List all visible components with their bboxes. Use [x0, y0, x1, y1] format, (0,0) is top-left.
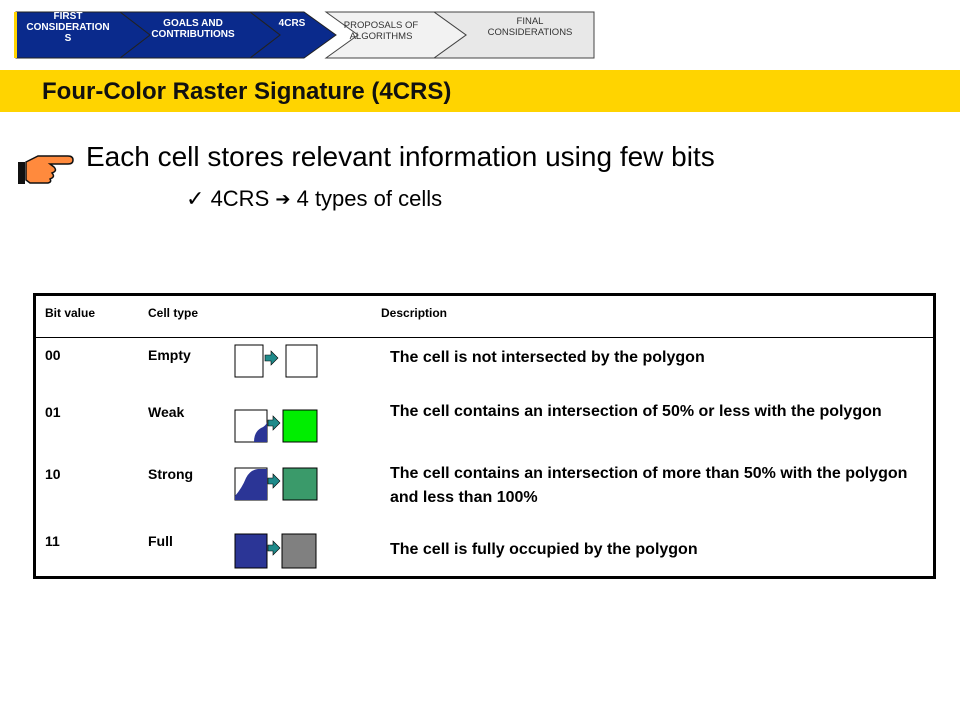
checkmark-icon: ✓ [186, 186, 205, 211]
nav-item-4crs[interactable]: 4CRS [278, 18, 306, 29]
sub-bullet-right: 4 types of cells [296, 186, 443, 211]
sub-bullet: ✓ 4CRS ➔ 4 types of cells [186, 186, 442, 212]
row-10-result-cell [282, 467, 318, 501]
pointing-hand-icon [16, 146, 74, 191]
nav-item-proposals-of-algorithms[interactable]: PROPOSALS OF ALGORITHMS [343, 20, 419, 42]
row-01-polygon-shape [254, 422, 267, 442]
navigation-shapes [14, 11, 595, 59]
row-00-arrow-icon [264, 350, 279, 366]
row-11-type: Full [148, 533, 173, 549]
row-01-bits: 01 [45, 404, 61, 420]
header-bit-value: Bit value [45, 306, 96, 320]
row-10-arrow-icon [267, 473, 281, 489]
row-10-cell-illustration [234, 467, 318, 501]
row-10-bits: 10 [45, 466, 61, 482]
header-cell-type: Cell type [148, 306, 199, 320]
row-11-cell-illustration [234, 533, 317, 569]
section-navigation: FIRST CONSIDERATION S GOALS AND CONTRIBU… [14, 8, 596, 60]
row-00-bits: 00 [45, 347, 61, 363]
row-01-cell-illustration [234, 409, 318, 443]
row-00-input-cell [234, 344, 264, 378]
header-description: Description [381, 306, 448, 320]
title-bar: Four-Color Raster Signature (4CRS) [0, 70, 960, 112]
right-arrow-icon: ➔ [275, 189, 291, 209]
row-01-type: Weak [148, 404, 185, 420]
cell-types-table: Bit value Cell type Description 00 Empty… [33, 293, 936, 579]
row-00-result-cell [285, 344, 318, 378]
row-01-arrow-icon [267, 415, 281, 431]
row-11-input-cell [234, 533, 268, 569]
row-00-type: Empty [148, 347, 191, 363]
row-10-description: The cell contains an intersection of mor… [390, 465, 908, 506]
main-bullet-text: Each cell stores relevant information us… [86, 141, 715, 172]
row-11-bits: 11 [45, 533, 60, 549]
row-10-polygon-shape [235, 469, 267, 500]
nav-item-goals-and-contributions[interactable]: GOALS AND CONTRIBUTIONS [151, 18, 235, 40]
row-00-description: The cell is not intersected by the polyg… [390, 349, 705, 366]
header-divider [36, 337, 933, 338]
row-01-description: The cell contains an intersection of 50%… [390, 403, 882, 420]
row-10-type: Strong [148, 466, 194, 482]
nav-item-first-considerations[interactable]: FIRST CONSIDERATION S [26, 11, 110, 44]
row-01-result-cell [282, 409, 318, 443]
row-11-result-cell [281, 533, 317, 569]
nav-item-final-considerations[interactable]: FINAL CONSIDERATIONS [487, 16, 573, 38]
row-00-cell-illustration [234, 344, 318, 378]
row-11-arrow-icon [267, 540, 281, 556]
page-title: Four-Color Raster Signature (4CRS) [42, 78, 452, 105]
sub-bullet-left: 4CRS [210, 186, 270, 211]
row-11-description: The cell is fully occupied by the polygo… [390, 541, 698, 558]
